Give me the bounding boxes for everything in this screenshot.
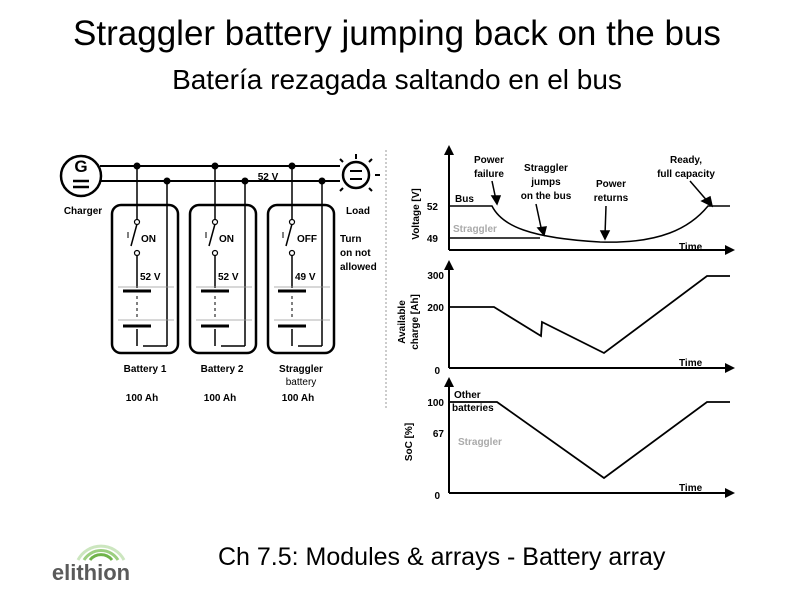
soc-tick-100: 100 bbox=[427, 398, 444, 409]
slide-title: Straggler battery jumping back on the bu… bbox=[73, 14, 721, 53]
battery-3-name-line-2: battery bbox=[286, 377, 317, 388]
soc-xlabel: Time bbox=[679, 483, 703, 494]
charge-tick-0: 0 bbox=[434, 366, 440, 377]
turn-note-line-3: allowed bbox=[340, 262, 377, 273]
battery-2-capacity: 100 Ah bbox=[204, 393, 236, 404]
soc-straggler-label: Straggler bbox=[458, 437, 502, 448]
turn-note-line-2: on not bbox=[340, 248, 371, 259]
power-failure-label-1: Power bbox=[474, 155, 504, 166]
straggler-jumps-label-2: jumps bbox=[530, 177, 561, 188]
battery-1-name: Battery 1 bbox=[124, 364, 167, 375]
soc-other-label-1: Other bbox=[454, 390, 481, 401]
event-arrows bbox=[490, 180, 714, 241]
soc-graph: SoC [%] 100 67 0 Other batteries Straggl… bbox=[404, 377, 735, 502]
voltage-bus-curve bbox=[449, 205, 730, 243]
load-label: Load bbox=[346, 206, 370, 217]
charge-xlabel: Time bbox=[679, 358, 703, 369]
voltage-graph: Voltage [V] 52 49 Bus Straggler Time bbox=[411, 145, 735, 255]
battery-3-switch-state: OFF bbox=[297, 234, 317, 245]
svg-text:elithion: elithion bbox=[52, 560, 130, 585]
soc-curve bbox=[449, 401, 730, 480]
battery-3-name: Straggler bbox=[279, 364, 323, 375]
charge-curve bbox=[449, 275, 730, 355]
soc-tick-0: 0 bbox=[434, 491, 440, 502]
svg-text:G: G bbox=[74, 157, 87, 176]
charge-graph-ylabel-2: charge [Ah] bbox=[410, 294, 421, 350]
battery-2-name: Battery 2 bbox=[201, 364, 244, 375]
battery-2-voltage: 52 V bbox=[218, 272, 239, 283]
charge-tick-300: 300 bbox=[427, 271, 444, 282]
circuit-schematic bbox=[100, 162, 340, 185]
charge-tick-200: 200 bbox=[427, 303, 444, 314]
straggler-jumps-label-1: Straggler bbox=[524, 163, 568, 174]
battery-1-switch-state: ON bbox=[141, 234, 156, 245]
voltage-graph-ylabel: Voltage [V] bbox=[411, 188, 422, 239]
bus-voltage-label: 52 V bbox=[258, 172, 279, 183]
power-failure-label-2: failure bbox=[474, 169, 504, 180]
turn-note-line-1: Turn bbox=[340, 234, 361, 245]
voltage-bus-label: Bus bbox=[455, 194, 474, 205]
power-returns-label-1: Power bbox=[596, 179, 626, 190]
battery-1-voltage: 52 V bbox=[140, 272, 161, 283]
straggler-jumps-label-3: on the bus bbox=[521, 191, 572, 202]
ready-label-2: full capacity bbox=[657, 169, 715, 180]
battery-3: OFF 49 V bbox=[266, 166, 336, 355]
soc-tick-67: 67 bbox=[433, 429, 445, 440]
power-returns-label-2: returns bbox=[594, 193, 629, 204]
slide-subtitle: Batería rezagada saltando en el bus bbox=[172, 64, 622, 95]
ready-label-1: Ready, bbox=[670, 155, 702, 166]
voltage-straggler-label: Straggler bbox=[453, 224, 497, 235]
battery-3-voltage: 49 V bbox=[295, 272, 316, 283]
elithion-logo: elithion bbox=[38, 538, 144, 588]
charger-label: Charger bbox=[64, 206, 102, 217]
slide-footer: Ch 7.5: Modules & arrays - Battery array bbox=[218, 543, 666, 571]
battery-array-diagram: G Charger 52 V Load ON 52 V Ba bbox=[59, 145, 735, 502]
voltage-tick-49: 49 bbox=[427, 234, 439, 245]
charge-graph-ylabel-1: Available bbox=[397, 300, 408, 344]
battery-1-capacity: 100 Ah bbox=[126, 393, 158, 404]
battery-2-switch-state: ON bbox=[219, 234, 234, 245]
charger-symbol: G bbox=[59, 154, 103, 198]
load-icon bbox=[339, 154, 380, 192]
charge-graph: Available charge [Ah] 300 200 0 Time bbox=[397, 260, 735, 377]
battery-3-capacity: 100 Ah bbox=[282, 393, 314, 404]
battery-1: ON 52 V bbox=[110, 166, 180, 355]
event-labels: Power failure Straggler jumps on the bus… bbox=[474, 155, 715, 204]
soc-other-label-2: batteries bbox=[452, 403, 494, 414]
soc-graph-ylabel: SoC [%] bbox=[404, 423, 415, 461]
voltage-xlabel: Time bbox=[679, 242, 703, 253]
battery-2: ON 52 V bbox=[188, 166, 258, 355]
voltage-tick-52: 52 bbox=[427, 202, 439, 213]
